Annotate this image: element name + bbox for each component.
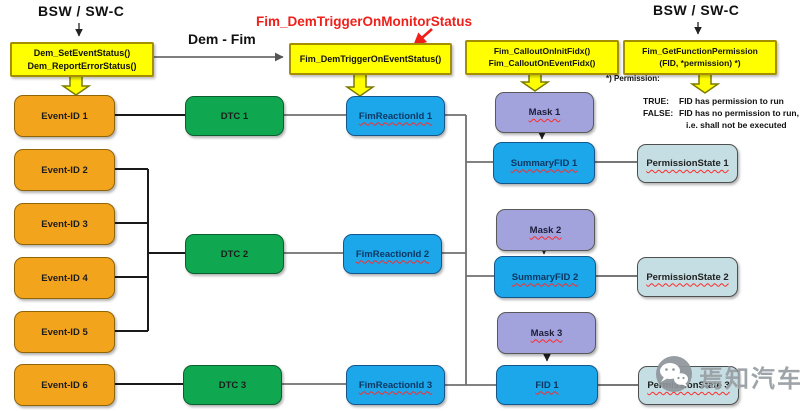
- event-id-4-box: Event-ID 4: [14, 257, 115, 299]
- mask-2-label: Mask 2: [529, 224, 562, 236]
- permission-false-row: FALSE: FID has no permission to run,: [643, 108, 799, 118]
- permission-state-3-label: PermissionState 3: [647, 380, 730, 391]
- wechat-logo-icon: [656, 356, 692, 392]
- permission-false-text: FID has no permission to run,: [679, 108, 799, 118]
- event-id-5-box: Event-ID 5: [14, 311, 115, 353]
- dtc-2-box: DTC 2: [185, 234, 284, 274]
- event-id-2-box: Event-ID 2: [14, 149, 115, 191]
- dem-seteventstatus-line2: Dem_ReportErrorStatus(): [27, 60, 137, 71]
- event-id-1-label: Event-ID 1: [41, 110, 88, 122]
- fim-callout-line2: Fim_CalloutOnEventFidx(): [488, 57, 596, 68]
- summary-fid-1-box: SummaryFID 1: [493, 142, 595, 184]
- fim-callout-box: Fim_CalloutOnInitFidx() Fim_CalloutOnEve…: [465, 40, 619, 75]
- fid-1-box: FID 1: [496, 365, 598, 405]
- summary-fid-2-box: SummaryFID 2: [494, 256, 596, 298]
- permission-true-row: TRUE: FID has permission to run: [643, 96, 784, 106]
- fim-reaction-2-box: FimReactionId 2: [343, 234, 442, 274]
- permission-state-1-label: PermissionState 1: [646, 158, 729, 169]
- permission-false-text2: i.e. shall not be executed: [686, 120, 787, 130]
- fim-getfunctionpermission-box: Fim_GetFunctionPermission (FID, *permiss…: [623, 40, 777, 75]
- fim-reaction-1-box: FimReactionId 1: [346, 96, 445, 136]
- dem-fim-label: Dem - Fim: [188, 31, 256, 47]
- fim-reaction-2-label: FimReactionId 2: [355, 248, 430, 260]
- mask-2-box: Mask 2: [496, 209, 595, 251]
- dtc-2-label: DTC 2: [220, 248, 249, 260]
- fid-1-label: FID 1: [535, 379, 559, 391]
- dtc-1-label: DTC 1: [220, 110, 249, 122]
- bsw-swc-left-header: BSW / SW-C: [38, 3, 125, 19]
- event-id-2-label: Event-ID 2: [41, 164, 88, 176]
- permission-false-key: FALSE:: [643, 108, 674, 118]
- permission-state-2-box: PermissionState 2: [637, 257, 738, 297]
- summary-fid-2-label: SummaryFID 2: [511, 271, 579, 283]
- dem-seteventstatus-box: Dem_SetEventStatus() Dem_ReportErrorStat…: [10, 42, 154, 77]
- permission-true-key: TRUE:: [643, 96, 669, 106]
- permission-note-header: *) Permission:: [606, 74, 660, 83]
- monitor-status-annotation: Fim_DemTriggerOnMonitorStatus: [256, 14, 473, 29]
- dem-seteventstatus-line1: Dem_SetEventStatus(): [33, 48, 131, 59]
- summary-fid-1-label: SummaryFID 1: [510, 157, 578, 169]
- dtc-3-label: DTC 3: [218, 379, 247, 391]
- fim-reaction-3-box: FimReactionId 3: [346, 365, 445, 405]
- fim-demtriggeroneventstatus-line1: Fim_DemTriggerOnEventStatus(): [299, 53, 442, 64]
- event-id-5-label: Event-ID 5: [41, 326, 88, 338]
- mask-1-label: Mask 1: [528, 107, 561, 118]
- event-id-6-box: Event-ID 6: [14, 364, 115, 406]
- fim-reaction-3-label: FimReactionId 3: [358, 379, 433, 391]
- mask-3-label: Mask 3: [530, 327, 563, 339]
- event-id-4-label: Event-ID 4: [41, 272, 88, 284]
- fim-demtriggeroneventstatus-box: Fim_DemTriggerOnEventStatus(): [289, 43, 452, 75]
- dtc-3-box: DTC 3: [183, 365, 282, 405]
- dtc-1-box: DTC 1: [185, 96, 284, 136]
- fim-getfunctionpermission-line1: Fim_GetFunctionPermission: [642, 46, 758, 57]
- permission-state-1-box: PermissionState 1: [637, 144, 738, 183]
- event-id-6-label: Event-ID 6: [41, 379, 88, 391]
- annotation-red-arrow: [413, 28, 433, 46]
- bsw-swc-right-header: BSW / SW-C: [653, 2, 740, 18]
- mask-1-box: Mask 1: [495, 92, 594, 133]
- permission-state-2-label: PermissionState 2: [646, 271, 729, 283]
- event-id-1-box: Event-ID 1: [14, 95, 115, 137]
- permission-true-text: FID has permission to run: [679, 96, 784, 106]
- fim-callout-line1: Fim_CalloutOnInitFidx(): [493, 46, 591, 57]
- fim-getfunctionpermission-line2: (FID, *permission) *): [659, 57, 741, 68]
- event-id-3-box: Event-ID 3: [14, 203, 115, 245]
- watermark-text: 焉知汽车: [699, 366, 803, 393]
- mask-3-box: Mask 3: [497, 312, 596, 354]
- fim-reaction-1-label: FimReactionId 1: [358, 110, 433, 122]
- event-id-3-label: Event-ID 3: [41, 218, 88, 230]
- permission-false-row2: i.e. shall not be executed: [686, 120, 787, 130]
